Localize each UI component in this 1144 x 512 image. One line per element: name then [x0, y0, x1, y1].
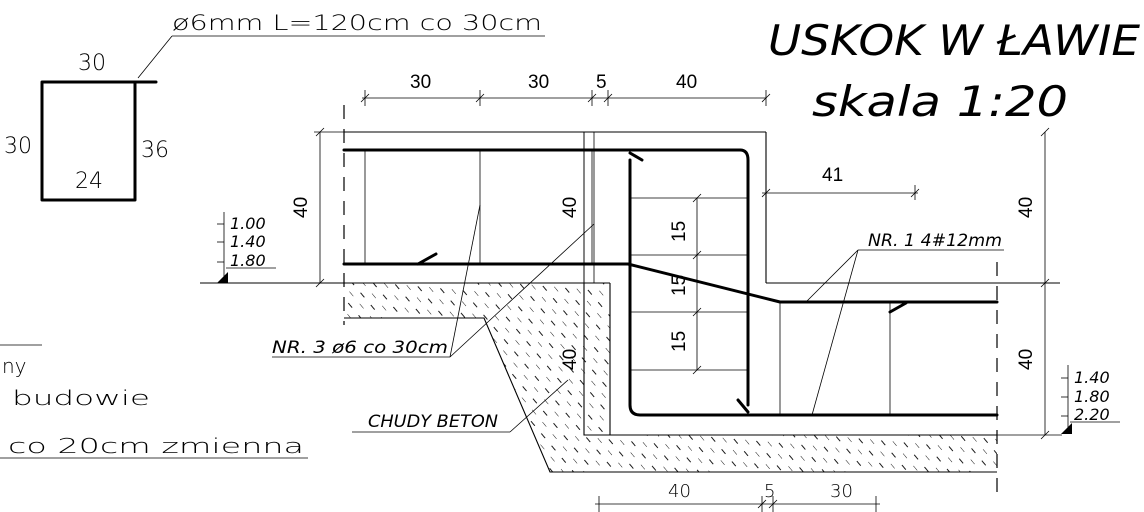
stirrup-shape [40, 80, 137, 202]
inner-u-bar [628, 158, 999, 417]
dim-bottom-2: 5 [764, 481, 775, 502]
level-right-2: 1.80 [1074, 387, 1110, 406]
dim-spacing-2: 15 [669, 275, 690, 296]
level-marker-left [217, 272, 228, 283]
lean-concrete-outline-inner [583, 283, 610, 436]
label-bar3: NR. 3 ø6 co 30cm [272, 204, 595, 358]
top-dimension-chain: 30 30 5 40 [360, 72, 771, 106]
hook-bottom [736, 398, 750, 414]
height-dimensions: 40 40 40 40 40 [291, 127, 1062, 440]
level-right-1: 1.40 [1074, 368, 1110, 387]
bar3-label: NR. 3 ø6 co 30cm [272, 338, 448, 358]
level-right-3: 2.20 [1074, 405, 1110, 424]
drawing-scale: skala 1:20 [812, 77, 1068, 126]
hook-top-left [628, 151, 644, 162]
bar-tick-1 [416, 252, 438, 266]
level-marker-right [1061, 423, 1072, 434]
bottom-bar-upper [342, 262, 999, 304]
level-left-1: 1.00 [230, 214, 266, 233]
lean-concrete-left [344, 283, 997, 472]
reinforcement [342, 148, 999, 417]
dim-height-right-upper: 40 [1016, 197, 1037, 218]
cropped-notes: ny budowie co 20cm zmienna [0, 344, 308, 459]
spacing-dimensions: 15 15 15 [669, 193, 702, 375]
lean-concrete-outline-top [344, 317, 997, 473]
lean-concrete-outline-step [609, 283, 997, 436]
dim-top-1: 30 [410, 72, 431, 93]
dim-bottom-1: 40 [668, 481, 691, 502]
note-line-3: co 20cm zmienna [8, 434, 304, 458]
dim-bottom-3: 30 [830, 481, 853, 502]
stirrup-dim-bottom: 24 [75, 169, 103, 194]
stirrup-leader [137, 35, 173, 79]
lean-concrete-label: CHUDY BETON [368, 412, 498, 432]
dim-top-2: 30 [528, 72, 549, 93]
note-line-1: ny [2, 354, 27, 378]
dim-top-3: 5 [596, 72, 607, 93]
step-dimension: 41 [761, 165, 920, 200]
dim-height-left: 40 [291, 197, 312, 218]
dim-top-4: 40 [676, 72, 697, 93]
dim-height-middle: 40 [560, 197, 581, 218]
dim-spacing-3: 15 [669, 331, 690, 352]
levels-right: 1.40 1.80 2.20 [1061, 365, 1120, 434]
dim-height-right-lower: 40 [1016, 349, 1037, 370]
stirrup-dim-top: 30 [78, 51, 106, 76]
level-left-3: 1.80 [230, 251, 266, 270]
dim-height-middle-lower: 40 [560, 349, 581, 370]
label-bar1: NR. 1 4#12mm [805, 231, 1004, 416]
bottom-dimension-chain: 40 5 30 [595, 481, 880, 512]
stirrup-detail: ø6mm L=120cm co 30cm 30 30 36 24 [4, 11, 545, 202]
dim-spacing-1: 15 [669, 221, 690, 242]
bar1-label: NR. 1 4#12mm [868, 231, 1002, 251]
levels-left: 1.00 1.40 1.80 [217, 212, 276, 283]
stirrup-callout: ø6mm L=120cm co 30cm [172, 11, 542, 35]
note-line-2: budowie [12, 386, 150, 410]
stirrup-dim-left: 30 [4, 134, 32, 159]
bar-tick-2 [888, 301, 908, 314]
drawing-title: USKOK W ŁAWIE [768, 16, 1140, 65]
lean-concrete-hatch [344, 283, 997, 473]
stirrup-dim-right: 36 [141, 138, 169, 163]
level-left-2: 1.40 [230, 232, 266, 251]
bent-bar-vertical [738, 148, 750, 407]
label-lean-concrete: CHUDY BETON [352, 379, 569, 433]
dim-step: 41 [822, 165, 843, 186]
